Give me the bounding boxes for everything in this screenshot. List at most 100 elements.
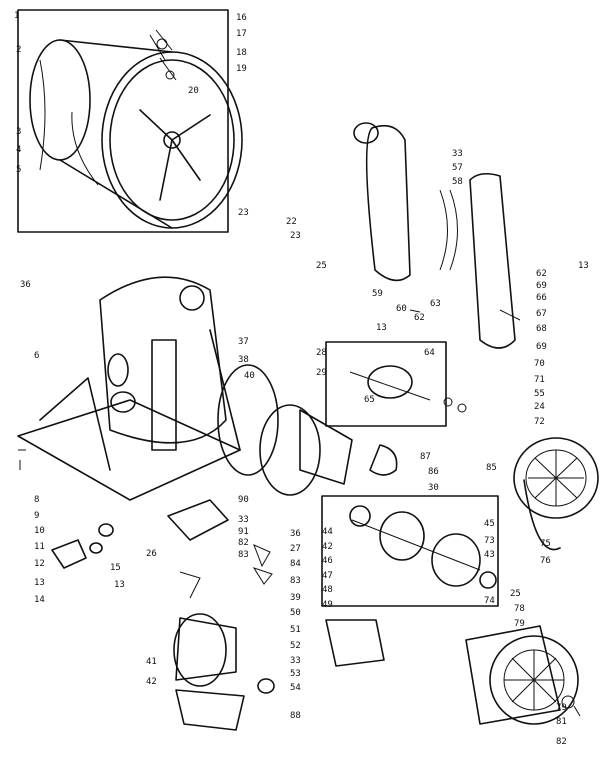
callout-c-51: 51 [290,625,301,635]
washer-71 [457,403,467,413]
callout-c-43: 43 [484,550,495,560]
callout-c-13c: 13 [34,578,45,588]
drum-spider [139,109,211,201]
callout-c-48: 48 [322,585,333,595]
callout-c-28: 28 [316,348,327,358]
callout-c-18: 18 [236,48,247,58]
duct-fasteners [409,309,521,321]
callout-c-23b: 23 [290,231,301,241]
callout-c-29: 29 [316,368,327,378]
callout-c-81: 81 [556,717,567,727]
washer-79 [561,695,575,709]
drum-seal [39,59,46,171]
motor-body [175,617,237,681]
callout-c-39: 39 [290,593,301,603]
callout-c-65: 65 [364,395,375,405]
callout-c-17: 17 [236,29,247,39]
callout-c-82: 82 [238,538,249,548]
blower-duct [151,339,177,451]
drum-fastener-17 [156,38,168,50]
shaft-frame-box [325,341,447,427]
callout-c-6: 6 [34,351,39,361]
callout-c-26: 26 [146,549,157,559]
callout-c-33a: 33 [452,149,463,159]
pulley-74 [479,571,497,589]
callout-c-22: 22 [286,217,297,227]
callout-c-87: 87 [420,452,431,462]
lower-pulley-assembly [465,625,581,725]
drum-assembly [17,9,243,233]
subassembly-frame [321,495,499,607]
right-leg [209,329,241,451]
motor-mount-87 [369,444,398,476]
callout-c-40: 40 [244,371,255,381]
drum-shell-edges [59,39,173,229]
callout-c-13a: 13 [578,261,589,271]
callout-c-37: 37 [238,337,249,347]
callout-c-53: 53 [290,669,301,679]
callout-c-45: 45 [484,519,495,529]
drive-pulley-72 [513,437,599,519]
blower-seal-37 [217,364,279,476]
callout-c-52: 52 [290,641,301,651]
callout-c-68: 68 [536,324,547,334]
clip-27 [253,544,271,568]
left-leg [39,377,111,471]
callout-c-2: 2 [16,45,21,55]
callout-c-76: 76 [540,556,551,566]
callout-c-69: 69 [536,281,547,291]
motor-assembly [173,613,385,731]
callout-c-36b: 36 [290,529,301,539]
heater-duct [469,172,516,349]
spring-81 [573,705,581,717]
callout-c-13d: 13 [114,580,125,590]
idler-shaft [349,371,431,401]
drum-clips [149,29,177,81]
drum-rear-rim [29,39,91,161]
sensor-8 [98,523,114,537]
callout-c-79: 79 [514,619,525,629]
callout-c-78: 78 [514,604,525,614]
callout-c-25b: 25 [510,589,521,599]
motor-41 [173,613,227,687]
callout-c-27: 27 [290,544,301,554]
callout-c-38: 38 [238,355,249,365]
callout-c-19: 19 [236,64,247,74]
shaft-assembly [325,341,467,427]
fan-hub-44 [349,505,371,527]
switch-bracket-90 [167,499,229,541]
rear-panel-assembly [17,276,241,501]
callout-c-9: 9 [34,511,39,521]
callout-c-33c: 33 [290,656,301,666]
drum-baffle [71,111,99,186]
callout-c-3: 3 [16,127,21,137]
callout-c-83b: 83 [290,576,301,586]
callout-c-42: 42 [322,542,333,552]
callout-c-75: 75 [540,539,551,549]
callout-c-58: 58 [452,177,463,187]
drum-pulley-assembly [513,437,599,551]
callout-c-91: 91 [238,527,249,537]
callout-c-1: 1 [14,11,19,21]
callout-c-85: 85 [486,463,497,473]
callout-c-71: 71 [534,375,545,385]
callout-c-8: 8 [34,495,39,505]
callout-c-42b: 42 [146,677,157,687]
base-frame [17,399,241,501]
callout-c-25a: 25 [316,261,327,271]
spring-14 [18,449,26,470]
callout-c-88: 88 [290,711,301,721]
callout-c-90: 90 [238,495,249,505]
bulkhead-opening [179,285,205,311]
callout-c-14: 14 [34,595,45,605]
callout-c-46: 46 [322,556,333,566]
callout-c-4: 4 [16,145,21,155]
callout-c-50: 50 [290,608,301,618]
callout-c-33b: 33 [238,515,249,525]
washer-70 [443,397,453,407]
callout-c-74: 74 [484,596,495,606]
duct-assembly [353,122,521,349]
callout-c-59: 59 [372,289,383,299]
exhaust-duct [365,124,411,282]
